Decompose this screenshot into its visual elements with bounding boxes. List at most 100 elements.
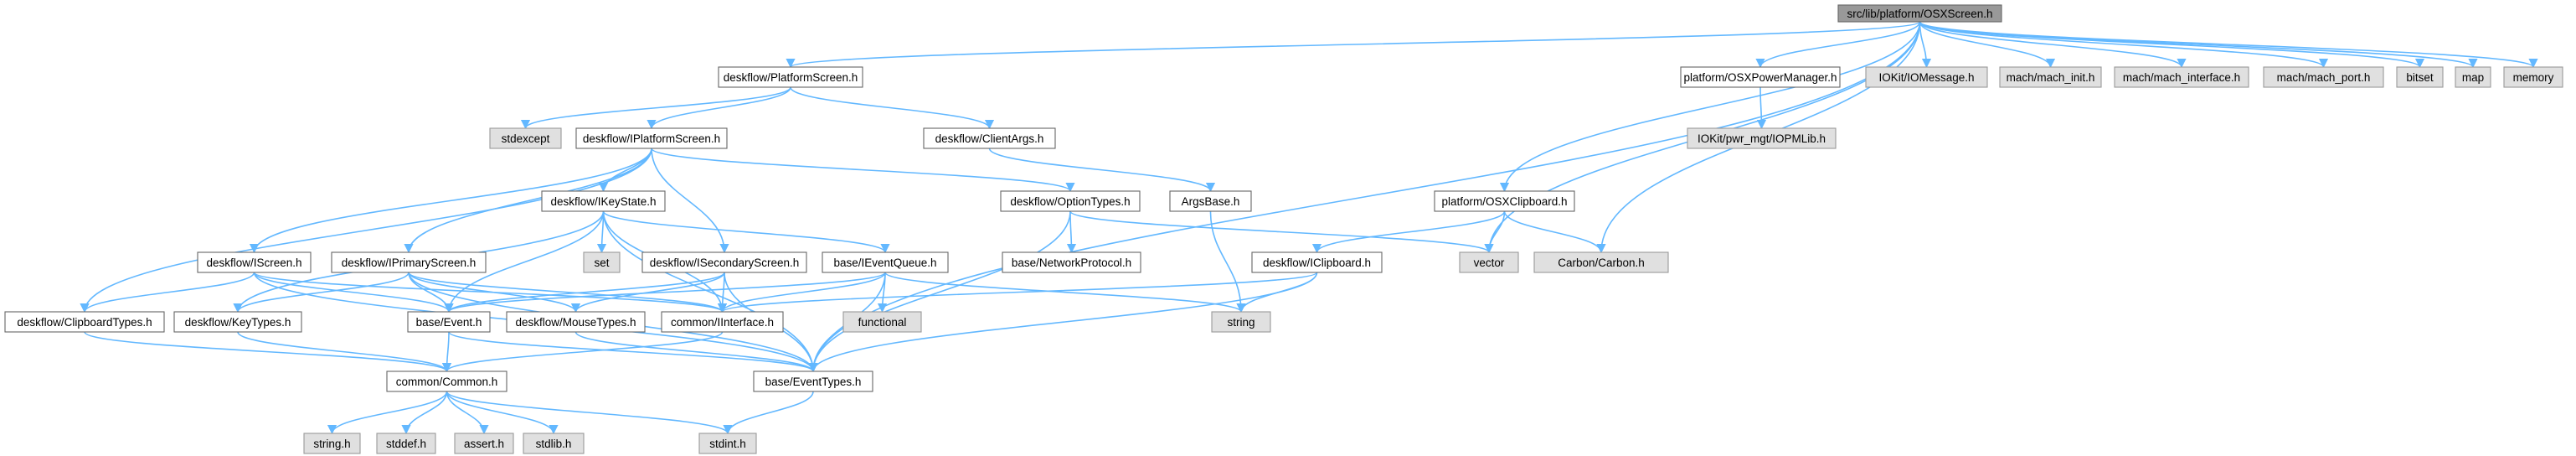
node-map-label: map <box>2462 71 2484 84</box>
node-iinterface-label: common/IInterface.h <box>671 316 774 329</box>
node-root[interactable]: src/lib/platform/OSXScreen.h <box>1837 4 2002 23</box>
node-iinterface[interactable]: common/IInterface.h <box>661 311 784 333</box>
node-isecondary-screen[interactable]: deskflow/ISecondaryScreen.h <box>641 251 807 273</box>
node-vector-label: vector <box>1474 256 1505 269</box>
edge-isecondary-screen-to-mouse-types <box>570 272 725 314</box>
node-functional-box <box>842 311 922 333</box>
node-stdint-h[interactable]: stdint.h <box>698 433 757 454</box>
node-map-box <box>2455 66 2491 88</box>
node-mach-interface-label: mach/mach_interface.h <box>2123 71 2240 84</box>
node-event-types-label: base/EventTypes.h <box>765 376 862 388</box>
edge-iplatform-screen-to-ikeystate <box>598 148 652 193</box>
node-event-types[interactable]: base/EventTypes.h <box>753 370 873 392</box>
node-ikeystate[interactable]: deskflow/IKeyState.h <box>541 190 666 212</box>
edge-option-types-to-vector <box>1069 210 1494 254</box>
node-iprimary-screen[interactable]: deskflow/IPrimaryScreen.h <box>331 251 487 273</box>
edge-ievent-queue-to-base-event <box>444 272 886 314</box>
node-assert-h-box <box>454 433 514 454</box>
node-stddef-h[interactable]: stddef.h <box>376 433 436 454</box>
node-base-event[interactable]: base/Event.h <box>407 311 491 333</box>
node-carbon-box <box>1533 251 1669 273</box>
edge-iplatform-screen-to-clipboard-types <box>80 148 652 314</box>
node-common-box <box>386 370 507 392</box>
node-iomessage[interactable]: IOKit/IOMessage.h <box>1865 66 1988 88</box>
node-key-types-label: deskflow/KeyTypes.h <box>185 316 291 329</box>
node-stdlib-h[interactable]: stdlib.h <box>523 433 585 454</box>
node-set[interactable]: set <box>583 251 621 273</box>
edge-root-to-mach-interface <box>1919 21 2187 69</box>
node-bitset[interactable]: bitset <box>2396 66 2444 88</box>
node-stdexcept[interactable]: stdexcept <box>489 127 562 149</box>
node-isecondary-screen-box <box>641 251 807 273</box>
node-carbon[interactable]: Carbon/Carbon.h <box>1533 251 1669 273</box>
node-iscreen-label: deskflow/IScreen.h <box>206 256 301 269</box>
edge-osx-clipboard-to-iclipboard <box>1312 210 1506 254</box>
edge-osx-clipboard-to-carbon <box>1503 210 1606 254</box>
node-network-protocol[interactable]: base/NetworkProtocol.h <box>1002 251 1141 273</box>
node-key-types-box <box>173 311 302 333</box>
node-mach-init[interactable]: mach/mach_init.h <box>1999 66 2102 88</box>
node-ievent-queue-label: base/IEventQueue.h <box>833 256 936 269</box>
edge-root-to-mach-port <box>1919 21 2328 69</box>
node-bitset-label: bitset <box>2406 71 2434 84</box>
node-functional[interactable]: functional <box>842 311 922 333</box>
node-osx-clipboard-label: platform/OSXClipboard.h <box>1441 195 1567 208</box>
node-stddef-h-label: stddef.h <box>386 438 426 450</box>
node-network-protocol-label: base/NetworkProtocol.h <box>1012 256 1131 269</box>
node-iclipboard[interactable]: deskflow/IClipboard.h <box>1251 251 1383 273</box>
edge-client-args-to-args-base <box>988 148 1215 193</box>
node-set-box <box>583 251 621 273</box>
node-mach-init-box <box>1999 66 2102 88</box>
node-iopmlib[interactable]: IOKit/pwr_mgt/IOPMLib.h <box>1687 127 1837 149</box>
node-clipboard-types[interactable]: deskflow/ClipboardTypes.h <box>4 311 165 333</box>
node-osx-clipboard[interactable]: platform/OSXClipboard.h <box>1434 190 1575 212</box>
edge-base-event-to-event-types <box>448 331 818 373</box>
node-vector[interactable]: vector <box>1459 251 1519 273</box>
edge-event-types-to-stdint-h <box>723 391 814 435</box>
node-assert-h[interactable]: assert.h <box>454 433 514 454</box>
node-client-args[interactable]: deskflow/ClientArgs.h <box>923 127 1056 149</box>
node-common[interactable]: common/Common.h <box>386 370 507 392</box>
edge-ievent-queue-to-iinterface <box>717 272 886 314</box>
edge-iclipboard-to-event-types <box>808 272 1318 373</box>
edge-iprimary-screen-to-mouse-types <box>408 272 581 314</box>
node-memory[interactable]: memory <box>2503 66 2563 88</box>
node-memory-box <box>2503 66 2563 88</box>
node-iclipboard-label: deskflow/IClipboard.h <box>1263 256 1371 269</box>
node-mouse-types-label: deskflow/MouseTypes.h <box>515 316 636 329</box>
edge-platform-screen-to-iplatform-screen <box>647 86 791 130</box>
node-ievent-queue[interactable]: base/IEventQueue.h <box>822 251 949 273</box>
edge-iinterface-to-common <box>442 331 724 373</box>
node-memory-label: memory <box>2513 71 2554 84</box>
edge-iprimary-screen-to-iinterface <box>408 272 727 314</box>
edge-isecondary-screen-to-base-event <box>444 272 725 314</box>
node-isecondary-screen-label: deskflow/ISecondaryScreen.h <box>650 256 800 269</box>
node-network-protocol-box <box>1002 251 1141 273</box>
node-string-h-label: string.h <box>313 438 350 450</box>
node-iprimary-screen-box <box>331 251 487 273</box>
node-string-h[interactable]: string.h <box>303 433 361 454</box>
node-iplatform-screen[interactable]: deskflow/IPlatformScreen.h <box>575 127 728 149</box>
node-base-event-label: base/Event.h <box>416 316 482 329</box>
node-string[interactable]: string <box>1211 311 1271 333</box>
node-iscreen[interactable]: deskflow/IScreen.h <box>197 251 312 273</box>
node-platform-screen-label: deskflow/PlatformScreen.h <box>724 71 858 84</box>
node-key-types[interactable]: deskflow/KeyTypes.h <box>173 311 302 333</box>
node-args-base[interactable]: ArgsBase.h <box>1169 190 1252 212</box>
edge-ikeystate-to-event-types <box>602 210 818 373</box>
node-iscreen-box <box>197 251 312 273</box>
node-map[interactable]: map <box>2455 66 2491 88</box>
edge-platform-screen-to-client-args <box>790 86 994 130</box>
node-carbon-label: Carbon/Carbon.h <box>1558 256 1645 269</box>
node-power-manager[interactable]: platform/OSXPowerManager.h <box>1680 66 1841 88</box>
node-iopmlib-box <box>1687 127 1837 149</box>
edge-root-to-map <box>1919 21 2478 69</box>
node-mach-port[interactable]: mach/mach_port.h <box>2263 66 2384 88</box>
node-mouse-types[interactable]: deskflow/MouseTypes.h <box>506 311 646 333</box>
edge-option-types-to-event-types <box>808 210 1071 373</box>
node-mach-interface[interactable]: mach/mach_interface.h <box>2114 66 2249 88</box>
edge-common-to-stddef-h <box>401 391 448 435</box>
edge-common-to-assert-h <box>446 391 489 435</box>
node-option-types[interactable]: deskflow/OptionTypes.h <box>1000 190 1141 212</box>
node-platform-screen[interactable]: deskflow/PlatformScreen.h <box>718 66 863 88</box>
